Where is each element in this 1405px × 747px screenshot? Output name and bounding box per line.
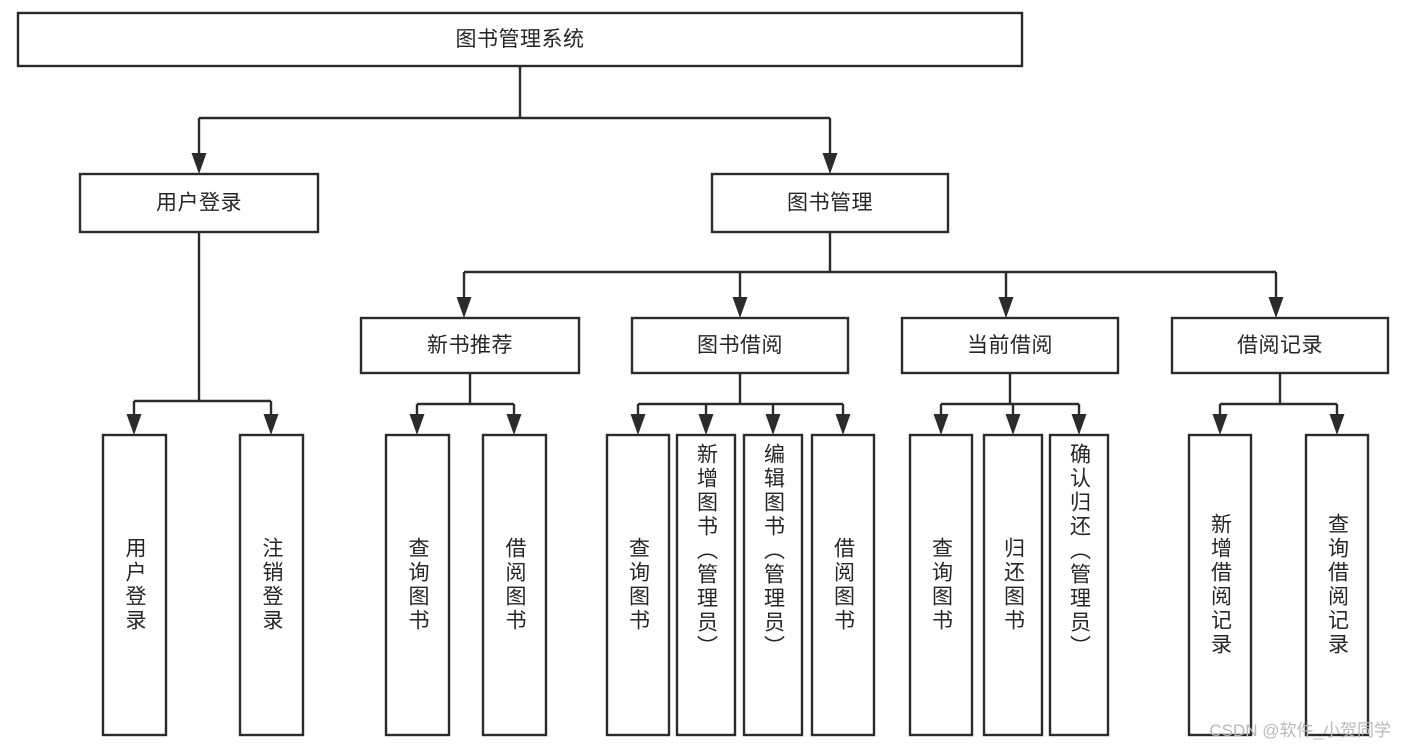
node-user-login[interactable]: 用户登录	[78, 172, 320, 234]
node-leaf-add-book-admin[interactable]	[675, 433, 737, 737]
node-box-new-book-recommend[interactable]	[359, 316, 581, 375]
connector-group-book-manage-to-level2	[456, 232, 1284, 318]
arrow-head-icon	[933, 414, 949, 435]
node-box-leaf-return-book[interactable]	[982, 433, 1044, 737]
node-box-leaf-add-borrow-record[interactable]	[1187, 433, 1253, 737]
connector-group-user-login-to-leaves	[126, 232, 279, 435]
node-leaf-query-book-recommend[interactable]	[384, 433, 451, 737]
arrow-head-icon	[191, 153, 207, 174]
node-leaf-query-book-current[interactable]	[908, 433, 974, 737]
node-leaf-borrow-book-recommend[interactable]	[481, 433, 548, 737]
node-book-manage[interactable]: 图书管理	[710, 172, 950, 234]
node-box-book-borrow[interactable]	[630, 316, 850, 375]
arrow-head-icon	[630, 414, 646, 435]
node-root[interactable]: 图书管理系统	[16, 11, 1024, 68]
node-box-leaf-user-login[interactable]	[101, 433, 168, 737]
node-label-new-book-recommend: 新书推荐	[427, 334, 513, 357]
node-label-borrow-record: 借阅记录	[1237, 334, 1323, 357]
arrow-head-icon	[1212, 414, 1228, 435]
node-box-leaf-query-book-borrow[interactable]	[605, 433, 671, 737]
arrow-head-icon	[126, 414, 142, 435]
arrow-head-icon	[1005, 414, 1021, 435]
arrow-head-icon	[409, 414, 425, 435]
node-leaf-logout-login[interactable]	[238, 433, 305, 737]
node-borrow-record[interactable]: 借阅记录	[1170, 316, 1390, 375]
arrow-head-icon	[1071, 414, 1087, 435]
arrow-head-icon	[698, 414, 714, 435]
node-leaf-user-login[interactable]	[101, 433, 168, 737]
arrow-head-icon	[822, 153, 838, 174]
node-leaf-query-borrow-record[interactable]	[1304, 433, 1370, 737]
node-box-leaf-query-book-recommend[interactable]	[384, 433, 451, 737]
connector-group-record-to-leaves	[1212, 373, 1345, 435]
node-box-user-login[interactable]	[78, 172, 320, 234]
connectors-layer	[126, 66, 1345, 435]
node-label-current-borrow: 当前借阅	[967, 334, 1053, 357]
arrow-head-icon	[732, 297, 748, 318]
node-box-leaf-query-borrow-record[interactable]	[1304, 433, 1370, 737]
arrow-head-icon	[506, 414, 522, 435]
node-label-book-borrow: 图书借阅	[697, 334, 783, 357]
node-box-leaf-borrow-book[interactable]	[810, 433, 876, 737]
node-leaf-query-book-borrow[interactable]	[605, 433, 671, 737]
arrow-head-icon	[998, 297, 1014, 318]
node-label-user-login: 用户登录	[156, 192, 242, 215]
arrow-head-icon	[263, 414, 279, 435]
node-box-borrow-record[interactable]	[1170, 316, 1390, 375]
node-book-borrow[interactable]: 图书借阅	[630, 316, 850, 375]
node-leaf-edit-book-admin[interactable]	[742, 433, 804, 737]
node-leaf-return-book[interactable]	[982, 433, 1044, 737]
arrow-head-icon	[1329, 414, 1345, 435]
node-leaf-confirm-return-admin[interactable]	[1048, 433, 1110, 737]
node-box-leaf-edit-book-admin[interactable]	[742, 433, 804, 737]
node-box-leaf-add-book-admin[interactable]	[675, 433, 737, 737]
node-label-root: 图书管理系统	[456, 28, 585, 51]
node-box-current-borrow[interactable]	[900, 316, 1120, 375]
arrow-head-icon	[1268, 297, 1284, 318]
node-box-leaf-query-book-current[interactable]	[908, 433, 974, 737]
node-current-borrow[interactable]: 当前借阅	[900, 316, 1120, 375]
node-leaf-borrow-book[interactable]	[810, 433, 876, 737]
node-new-book-recommend[interactable]: 新书推荐	[359, 316, 581, 375]
node-box-root[interactable]	[16, 11, 1024, 68]
node-box-book-manage[interactable]	[710, 172, 950, 234]
node-box-leaf-confirm-return-admin[interactable]	[1048, 433, 1110, 737]
node-box-leaf-borrow-book-recommend[interactable]	[481, 433, 548, 737]
connector-group-current-to-leaves	[933, 373, 1087, 435]
connector-group-recommend-to-leaves	[409, 373, 522, 435]
connector-group-root-to-level1	[191, 66, 838, 174]
node-leaf-add-borrow-record[interactable]	[1187, 433, 1253, 737]
connector-group-borrow-to-leaves	[630, 373, 851, 435]
node-label-book-manage: 图书管理	[787, 192, 873, 215]
arrow-head-icon	[835, 414, 851, 435]
watermark: CSDN @软件_小贺同学	[1209, 721, 1391, 740]
arrow-head-icon	[456, 297, 472, 318]
arrow-head-icon	[765, 414, 781, 435]
node-box-leaf-logout-login[interactable]	[238, 433, 305, 737]
